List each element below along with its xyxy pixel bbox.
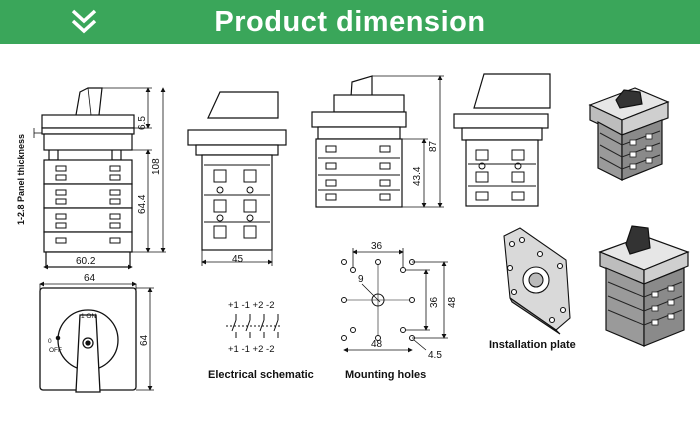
side-view-drawing xyxy=(33,87,166,270)
mount-dim-bottom: 48 xyxy=(371,339,383,350)
isometric-view-bottom xyxy=(598,225,690,347)
mounting-holes-drawing xyxy=(341,248,448,353)
dim-body-label: 64.4 xyxy=(137,194,148,214)
front-height-label: 64 xyxy=(139,334,150,346)
front-on-label: 1 ON xyxy=(81,313,96,320)
schematic-bottom-labels: +1 -1 +2 -2 xyxy=(228,344,274,355)
front-view-drawing xyxy=(39,281,154,393)
title-banner: Product dimension xyxy=(0,0,700,44)
schematic-top-labels: +1 -1 +2 -2 xyxy=(228,300,274,311)
dim-total-label: 108 xyxy=(151,158,162,175)
electrical-schematic-drawing xyxy=(226,314,280,338)
front-width-label: 64 xyxy=(84,273,96,284)
mount-hole-large: 9 xyxy=(358,274,364,285)
front-zero-label: 0 xyxy=(48,338,52,345)
technical-drawing: 6.5 108 64.4 60.2 1-2.8 Panel thickness … xyxy=(16,73,690,393)
front-off-label: OFF xyxy=(49,347,62,354)
mounting-caption: Mounting holes xyxy=(345,369,426,381)
mount-dim-top: 36 xyxy=(371,241,383,252)
dim-body-43-label: 43.4 xyxy=(412,166,423,186)
panel-thickness-label: 1-2.8 Panel thickness xyxy=(16,134,26,225)
mount-hole-small: 4.5 xyxy=(428,350,442,361)
double-chevron-down-icon xyxy=(71,9,97,34)
installation-plate-drawing xyxy=(503,227,571,335)
mount-dim-inner-v: 36 xyxy=(429,296,440,308)
dim-width-label: 60.2 xyxy=(76,256,96,267)
dim-total-87-label: 87 xyxy=(428,140,439,152)
side-view-87-drawing xyxy=(311,75,444,208)
schematic-caption: Electrical schematic xyxy=(208,369,314,381)
isometric-view-top xyxy=(588,87,670,181)
dim-top-label: 6.5 xyxy=(137,116,148,130)
mount-dim-outer-v: 48 xyxy=(447,296,458,308)
installation-caption: Installation plate xyxy=(489,339,576,351)
side-view-45-drawing xyxy=(187,91,287,266)
dim-width-45-label: 45 xyxy=(232,254,244,265)
page-title: Product dimension xyxy=(214,6,486,38)
side-view-4-drawing xyxy=(453,73,551,207)
